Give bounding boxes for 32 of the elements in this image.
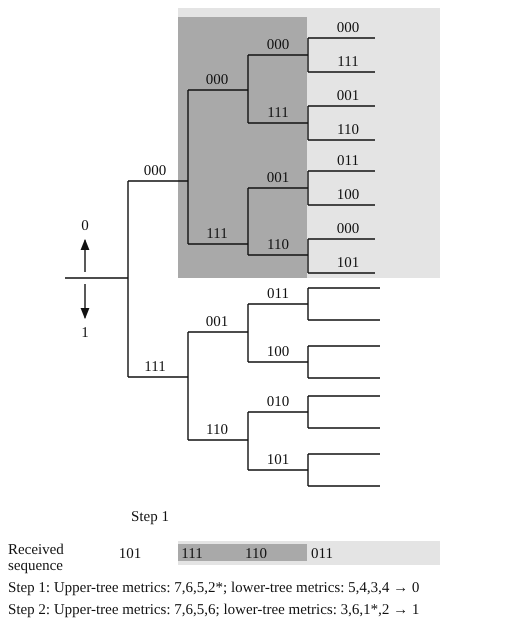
branch-label: 000 [336, 221, 360, 237]
sequence-value: 111 [181, 546, 203, 562]
branch-label: 000 [206, 72, 228, 88]
branch-label: 110 [337, 122, 359, 138]
direction-label: 0 [81, 218, 89, 234]
branch-label: 001 [336, 88, 360, 104]
branch-label: 011 [337, 153, 359, 169]
row-label: Received sequence [8, 542, 65, 574]
sequence-value: 110 [245, 546, 267, 562]
metrics-note: Step 1: Upper-tree metrics: 7,6,5,2*; lower-tree metrics: 5,4,3,4 → 0 [8, 580, 420, 596]
branch-label: 001 [206, 314, 228, 330]
direction-label: 1 [81, 325, 89, 341]
sequence-value: 011 [311, 546, 333, 562]
step-label: Step 1 [131, 509, 169, 525]
branch-label: 101 [336, 255, 360, 271]
sequence-value: 101 [118, 546, 142, 562]
branch-label: 000 [144, 163, 166, 179]
branch-label: 000 [336, 20, 360, 36]
branch-label: 100 [336, 187, 360, 203]
branch-label: 001 [266, 170, 290, 186]
branch-label: 101 [266, 452, 290, 468]
branch-label: 110 [267, 237, 289, 253]
branch-label: 111 [144, 359, 166, 375]
branch-label: 000 [266, 37, 290, 53]
branch-label: 111 [206, 226, 228, 242]
metrics-note: Step 2: Upper-tree metrics: 7,6,5,6; lower-tree metrics: 3,6,1*,2 → 1 [8, 602, 420, 618]
branch-label: 111 [337, 54, 359, 70]
branch-label: 111 [267, 105, 289, 121]
branch-label: 010 [266, 394, 290, 410]
branch-label: 100 [266, 344, 290, 360]
branch-label: 110 [206, 422, 228, 438]
branch-label: 011 [267, 286, 289, 302]
